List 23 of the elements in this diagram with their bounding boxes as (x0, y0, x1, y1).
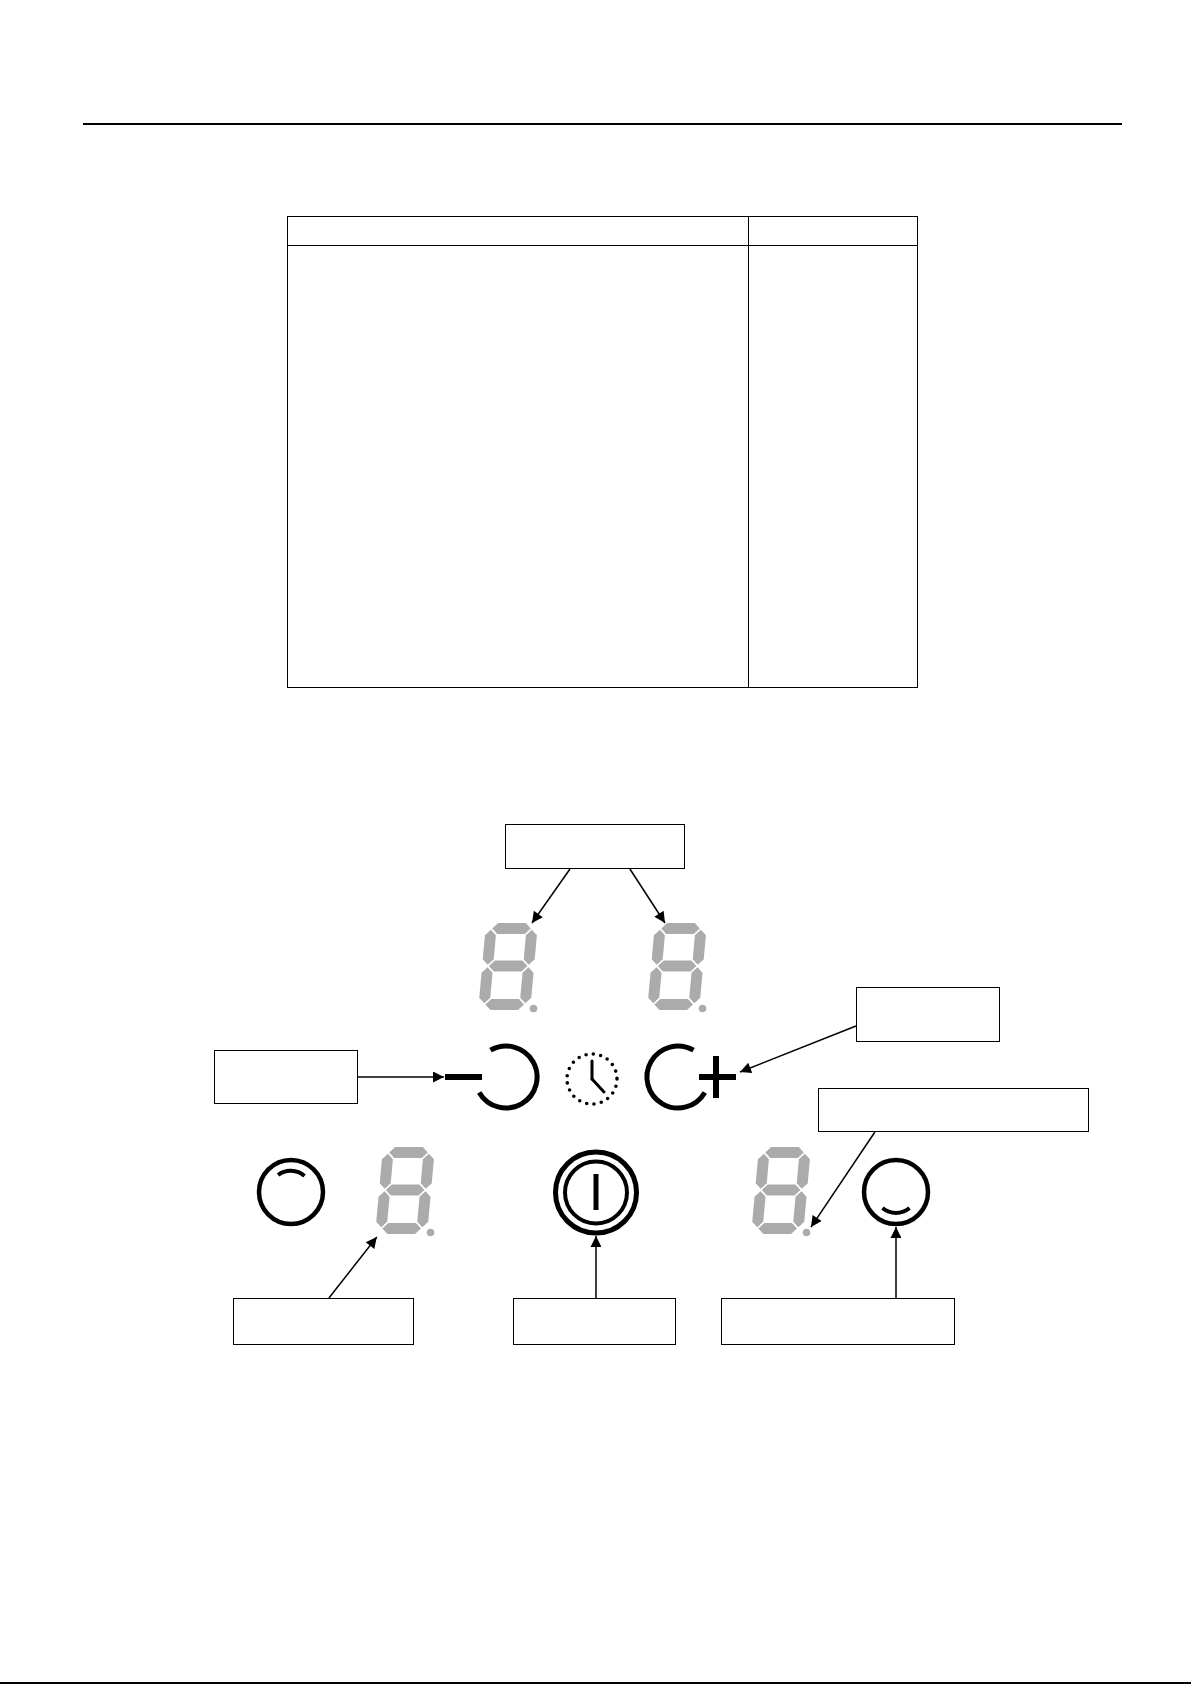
arrow (357, 1071, 445, 1083)
empty-table (287, 216, 918, 688)
callout-box (214, 1050, 358, 1104)
digit-display-icon (751, 1147, 811, 1237)
arrow (531, 868, 571, 924)
digit-display-icon (375, 1147, 435, 1237)
callout-box (856, 987, 1000, 1042)
callout-box (721, 1298, 955, 1345)
digit-display-icon (647, 923, 707, 1013)
arrow (590, 1235, 602, 1299)
power-icon (552, 1149, 640, 1236)
arrow (890, 1226, 902, 1299)
minus-icon (444, 1041, 540, 1113)
arrow (739, 1025, 857, 1073)
callout-box (513, 1298, 676, 1345)
arrow (810, 1131, 876, 1228)
callout-box (233, 1298, 414, 1345)
digit-display-icon (478, 923, 538, 1013)
callout-box (505, 824, 685, 869)
arrow (629, 868, 666, 924)
circle-icon (861, 1157, 931, 1227)
callout-box (818, 1088, 1089, 1132)
arrow (328, 1236, 378, 1299)
